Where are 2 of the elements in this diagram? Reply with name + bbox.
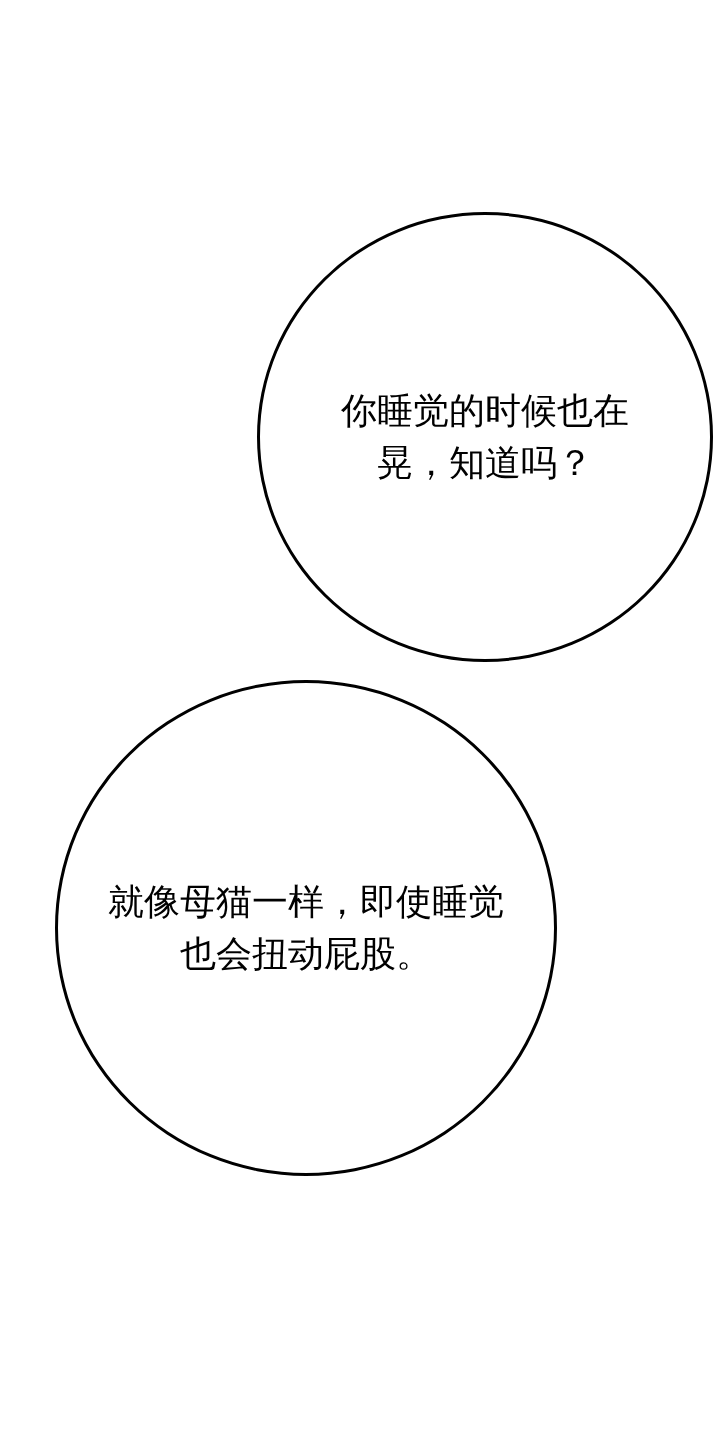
speech-text: 就像母猫一样，即使睡觉也会扭动屁股。	[107, 879, 505, 976]
speech-text: 你睡觉的时候也在晃，知道吗？	[340, 388, 630, 485]
